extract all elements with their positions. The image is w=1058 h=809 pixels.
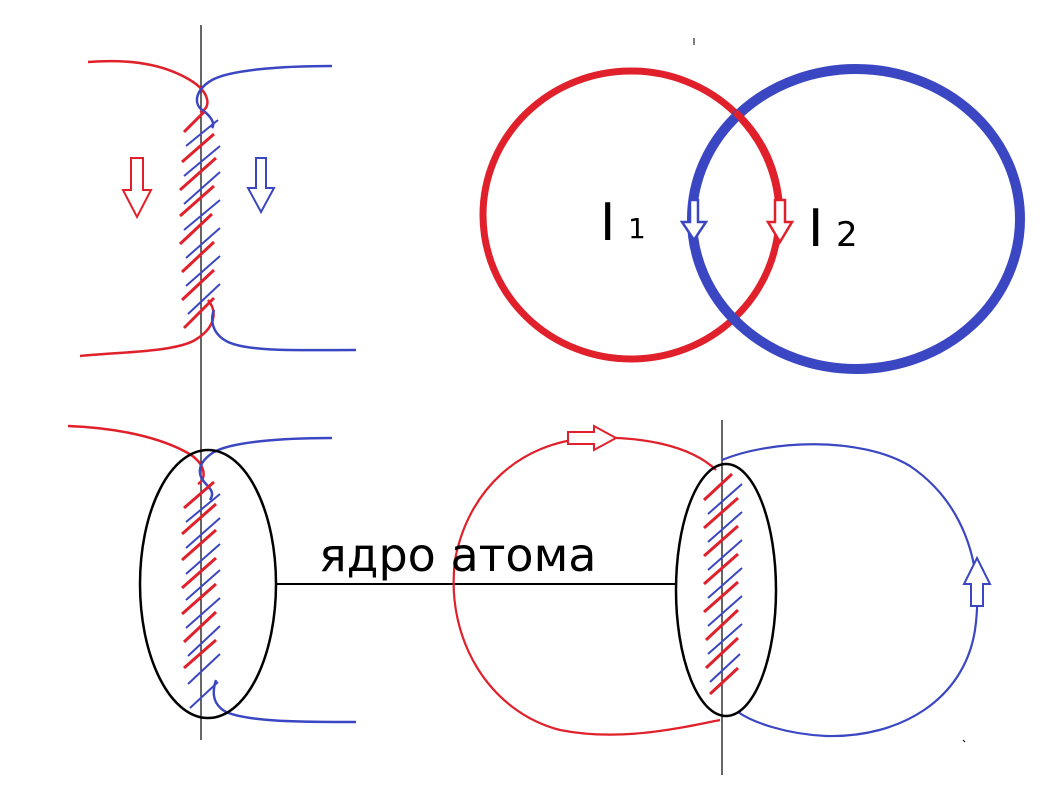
right-arrow-icon [567, 424, 619, 452]
hatching-red [702, 472, 740, 696]
current-2-letter: I [808, 199, 823, 259]
down-arrow-icon [121, 157, 153, 220]
blue-field-loop [721, 443, 979, 738]
blue-field-line-top [195, 64, 333, 129]
hatching-red [178, 110, 217, 330]
red-field-line-top [87, 59, 209, 114]
bottom-right-panel [452, 420, 992, 775]
hatching-blue [707, 483, 743, 683]
down-arrow-icon [679, 198, 709, 243]
bottom-left-panel [67, 424, 357, 724]
down-arrow-icon [765, 198, 795, 245]
current-1-index: 1 [628, 212, 646, 245]
nucleus-label: ядро атома [319, 528, 596, 582]
red-loop-overlap-top [732, 109, 783, 201]
current-2-index: 2 [836, 215, 858, 255]
nucleus-boundary-left [138, 448, 278, 720]
nucleus-boundary-right [674, 462, 778, 718]
top-left-panel [79, 25, 357, 740]
red-field-line-top [67, 424, 205, 486]
hatching-blue [183, 119, 221, 315]
down-arrow-icon [246, 157, 276, 215]
blue-field-line-bottom [212, 679, 357, 724]
blue-field-line-bottom [211, 309, 357, 352]
tick-mark [962, 739, 966, 743]
hatching-red [181, 480, 218, 670]
top-right-panel: I 1 I 2 [479, 38, 1025, 374]
red-field-loop [452, 436, 721, 736]
hatching-blue [185, 493, 221, 709]
up-arrow-icon [962, 555, 992, 607]
current-1-letter: I [600, 193, 615, 253]
blue-field-line-top [198, 436, 333, 501]
